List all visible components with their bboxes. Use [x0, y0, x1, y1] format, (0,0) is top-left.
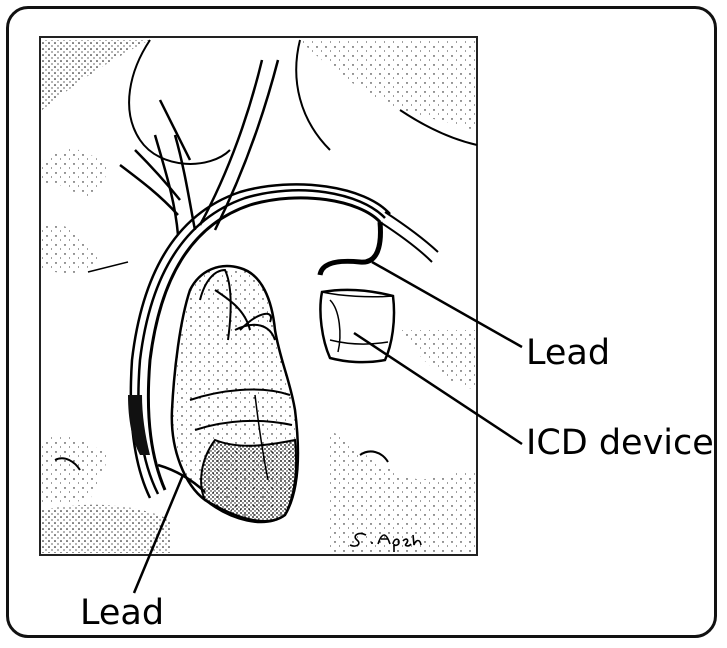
icd-device-label: ICD device: [526, 426, 714, 461]
lead-label-right: Lead: [526, 336, 610, 371]
lead-label-bottom: Lead: [80, 596, 164, 631]
